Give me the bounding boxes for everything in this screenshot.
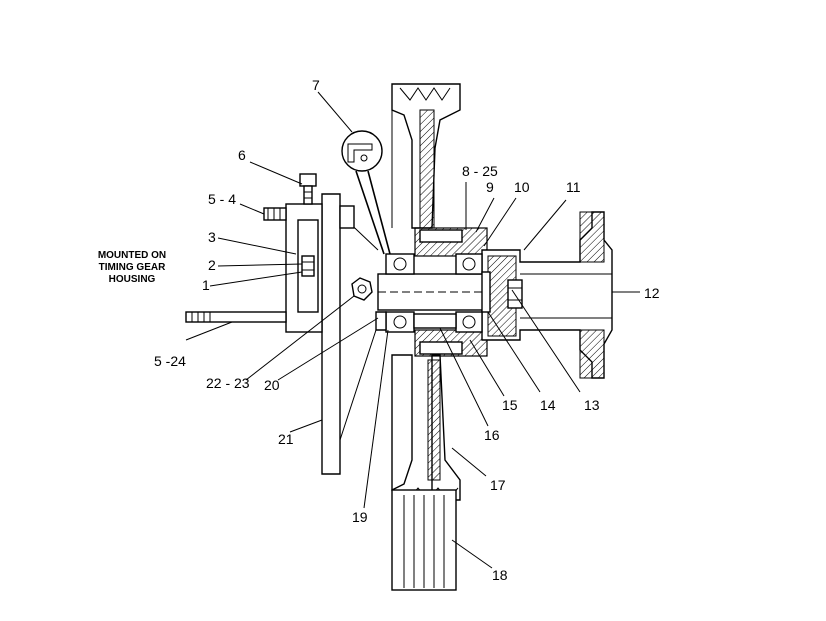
shaft <box>377 253 491 333</box>
callout-18: 18 <box>492 567 508 583</box>
note-line-3: HOUSING <box>109 274 156 285</box>
callout-7: 7 <box>312 77 320 93</box>
stud-5-24 <box>185 311 287 323</box>
pulley <box>391 83 488 591</box>
callout-16: 16 <box>484 427 500 443</box>
callout-3: 3 <box>208 229 216 245</box>
callout-8-25: 8 - 25 <box>462 163 498 179</box>
note-line-1: MOUNTED ON <box>98 250 166 261</box>
callout-9: 9 <box>486 179 494 195</box>
note-line-2: TIMING GEAR <box>99 262 166 273</box>
detail-seal-7 <box>341 130 391 255</box>
mounting-note: MOUNTED ON TIMING GEAR HOUSING <box>98 250 166 285</box>
leader-lines <box>185 91 640 569</box>
callouts: 7 6 5 - 4 3 2 1 5 -24 22 - 23 20 21 19 8… <box>154 77 660 583</box>
callout-20: 20 <box>264 377 280 393</box>
callout-5-24: 5 -24 <box>154 353 186 369</box>
callout-21: 21 <box>278 431 294 447</box>
callout-13: 13 <box>584 397 600 413</box>
callout-5-4: 5 - 4 <box>208 191 236 207</box>
bracket-plate <box>285 193 387 475</box>
callout-15: 15 <box>502 397 518 413</box>
stud-5-4 <box>263 207 287 221</box>
callout-1: 1 <box>202 277 210 293</box>
callout-12: 12 <box>644 285 660 301</box>
callout-10: 10 <box>514 179 530 195</box>
callout-11: 11 <box>566 179 581 195</box>
callout-19: 19 <box>352 509 368 525</box>
callout-2: 2 <box>208 257 216 273</box>
callout-22-23: 22 - 23 <box>206 375 250 391</box>
callout-17: 17 <box>490 477 506 493</box>
hub-flange <box>481 211 613 379</box>
callout-14: 14 <box>540 397 556 413</box>
bolt-6 <box>299 173 317 205</box>
callout-6: 6 <box>238 147 246 163</box>
